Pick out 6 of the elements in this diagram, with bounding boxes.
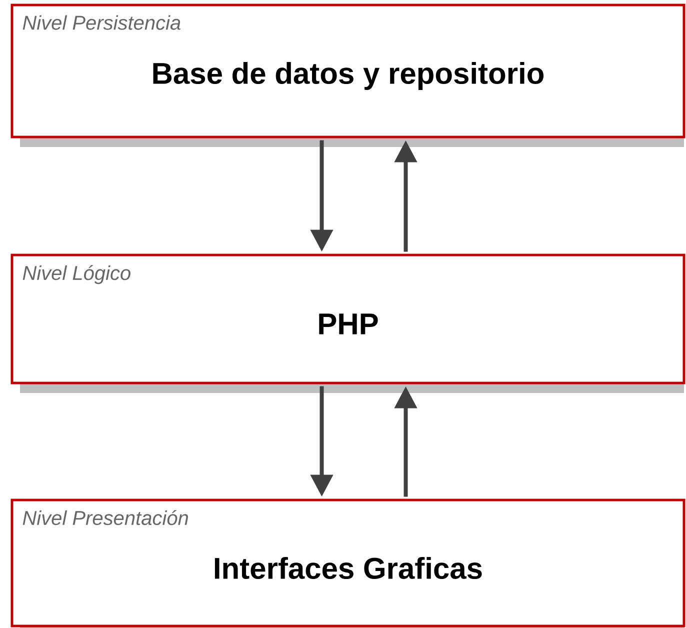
layer-title: PHP — [319, 314, 378, 334]
layer-heading: Nivel Lógico — [22, 265, 130, 284]
layer-title: Interfaces Graficas — [214, 556, 482, 579]
layer-heading: Nivel Presentación — [22, 510, 188, 526]
layer-heading: Nivel Persistencia — [22, 15, 180, 30]
layer-title: Base de datos y repositorio — [153, 62, 544, 90]
